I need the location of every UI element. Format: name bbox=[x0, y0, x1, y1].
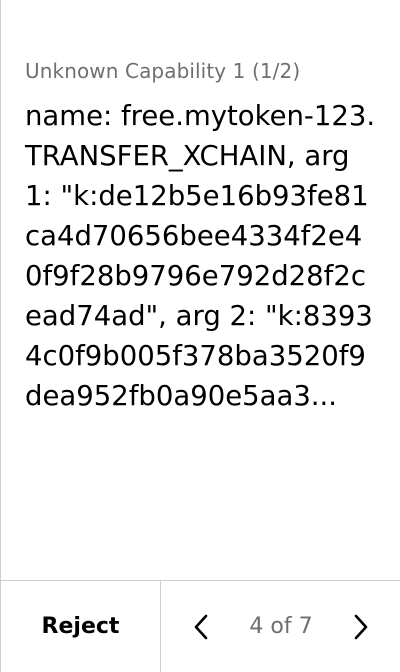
field-value: name: free.mytoken-123.TRANSFER_XCHAIN, … bbox=[25, 100, 376, 412]
field-caption: Unknown Capability 1 (1/2) bbox=[25, 59, 301, 83]
chevron-left-icon bbox=[194, 614, 208, 639]
reject-button[interactable]: Reject bbox=[1, 581, 161, 672]
review-content: Unknown Capability 1 (1/2) name: free.my… bbox=[25, 56, 377, 416]
page-indicator: 4 of 7 bbox=[249, 614, 313, 639]
pager: 4 of 7 bbox=[161, 581, 400, 672]
action-footer: Reject 4 of 7 bbox=[1, 580, 400, 672]
next-page-button[interactable] bbox=[349, 613, 373, 641]
chevron-right-icon bbox=[354, 614, 368, 639]
previous-page-button[interactable] bbox=[189, 613, 213, 641]
